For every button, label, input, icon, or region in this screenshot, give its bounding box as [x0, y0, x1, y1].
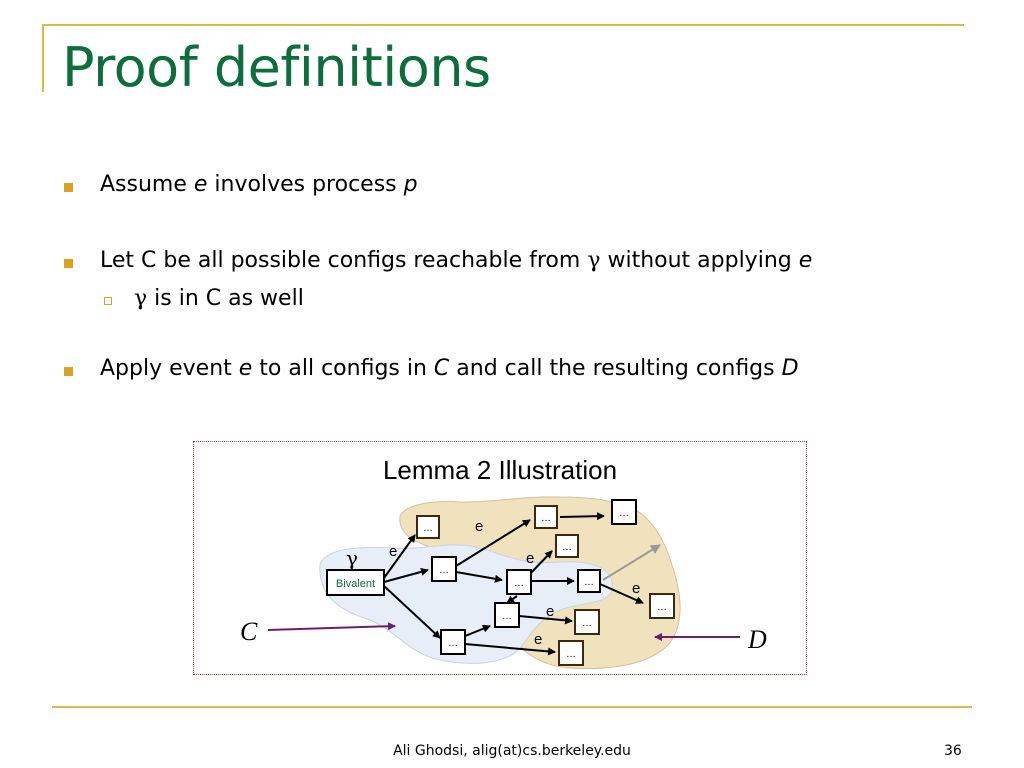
edge-labels: e e e e e e: [389, 518, 640, 648]
gray-arrow: [602, 544, 661, 581]
bullet-3-text: Apply event: [100, 356, 239, 381]
bullet-2-text: Let C be all possible configs reachable …: [100, 248, 588, 273]
bullet-2: Let C be all possible configs reachable …: [100, 248, 812, 273]
edge: [599, 583, 644, 604]
edge: [506, 595, 518, 604]
left-rule: [42, 24, 44, 92]
edge: [518, 615, 573, 625]
slide-title: Proof definitions: [62, 36, 491, 99]
top-rule: [42, 24, 964, 26]
bullet-3: Apply event e to all configs in C and ca…: [100, 356, 799, 381]
edge: [559, 512, 605, 521]
svg-text:…: …: [566, 649, 576, 660]
edge: [455, 519, 531, 567]
bullet-3-em: C: [433, 356, 450, 381]
gamma-symbol: γ: [587, 248, 601, 273]
bullet-3-text: and call the resulting configs: [449, 356, 782, 381]
svg-text:…: …: [439, 565, 449, 576]
svg-text:…: …: [423, 523, 433, 534]
edge: [464, 643, 556, 656]
edge: [383, 585, 441, 639]
bullet-3-em: e: [238, 356, 253, 381]
svg-text:…: …: [448, 638, 458, 649]
bullet-marker: [64, 367, 73, 376]
edge-label-e: e: [389, 543, 397, 560]
edge: [464, 624, 491, 637]
bivalent-node: [326, 569, 385, 596]
edge: [455, 571, 503, 583]
config-node: …: [440, 629, 466, 655]
bullet-marker: [64, 259, 73, 268]
subbullet-1: γ is in C as well: [134, 286, 304, 311]
svg-text:…: …: [657, 602, 667, 613]
config-node: …: [577, 569, 601, 593]
config-node: …: [574, 609, 600, 635]
edge-label-e: e: [526, 550, 534, 567]
figure-frame: [193, 441, 807, 675]
bullet-3-text: to all configs in: [252, 356, 434, 381]
svg-text:…: …: [582, 618, 592, 629]
bullet-1-em: e: [193, 172, 208, 197]
svg-text:…: …: [562, 542, 572, 553]
svg-text:…: …: [584, 577, 594, 588]
subbullet-marker: [104, 297, 112, 305]
edge-label-e: e: [475, 518, 483, 535]
d-set-label: D: [747, 625, 767, 654]
edge: [383, 534, 416, 579]
subbullet-text: is in C as well: [147, 286, 304, 311]
bivalent-label: Bivalent: [336, 578, 375, 590]
svg-text:…: …: [619, 508, 629, 519]
footer-rule: [52, 706, 972, 708]
bullet-1-em: p: [403, 172, 418, 197]
config-node: …: [611, 499, 637, 525]
bullet-marker: [64, 183, 73, 192]
svg-text:…: …: [541, 513, 551, 524]
edge-label-e: e: [534, 631, 542, 648]
edge-label-e: e: [632, 580, 640, 597]
nodes: Bivalent … … … … … … … … … … … …: [326, 499, 675, 666]
bullet-1: Assume e involves process p: [100, 172, 418, 197]
config-node: …: [534, 505, 558, 529]
svg-text:…: …: [514, 578, 524, 589]
c-arrow: [267, 622, 396, 631]
config-node: …: [558, 640, 584, 666]
c-region: [319, 544, 613, 664]
config-node: …: [416, 515, 440, 539]
bullet-1-text: Assume: [100, 172, 194, 197]
page-number: 36: [944, 743, 962, 759]
config-node: …: [431, 556, 457, 582]
gamma-symbol: γ: [134, 286, 148, 311]
edge: [383, 567, 429, 583]
config-node: …: [555, 534, 579, 558]
bullet-1-text: involves process: [207, 172, 404, 197]
config-node: …: [494, 602, 520, 628]
bullet-3-em: D: [781, 356, 799, 381]
config-node: …: [649, 593, 675, 619]
edge-label-e: e: [546, 603, 554, 620]
bullet-2-em: e: [798, 248, 813, 273]
svg-text:…: …: [502, 611, 512, 622]
footer-author: Ali Ghodsi, alig(at)cs.berkeley.edu: [393, 743, 631, 759]
bullet-2-text: without applying: [600, 248, 799, 273]
config-node: …: [506, 569, 532, 595]
gamma-label: γ: [346, 546, 358, 570]
figure-title: Lemma 2 Illustration: [383, 455, 617, 485]
c-set-label: C: [240, 617, 258, 646]
